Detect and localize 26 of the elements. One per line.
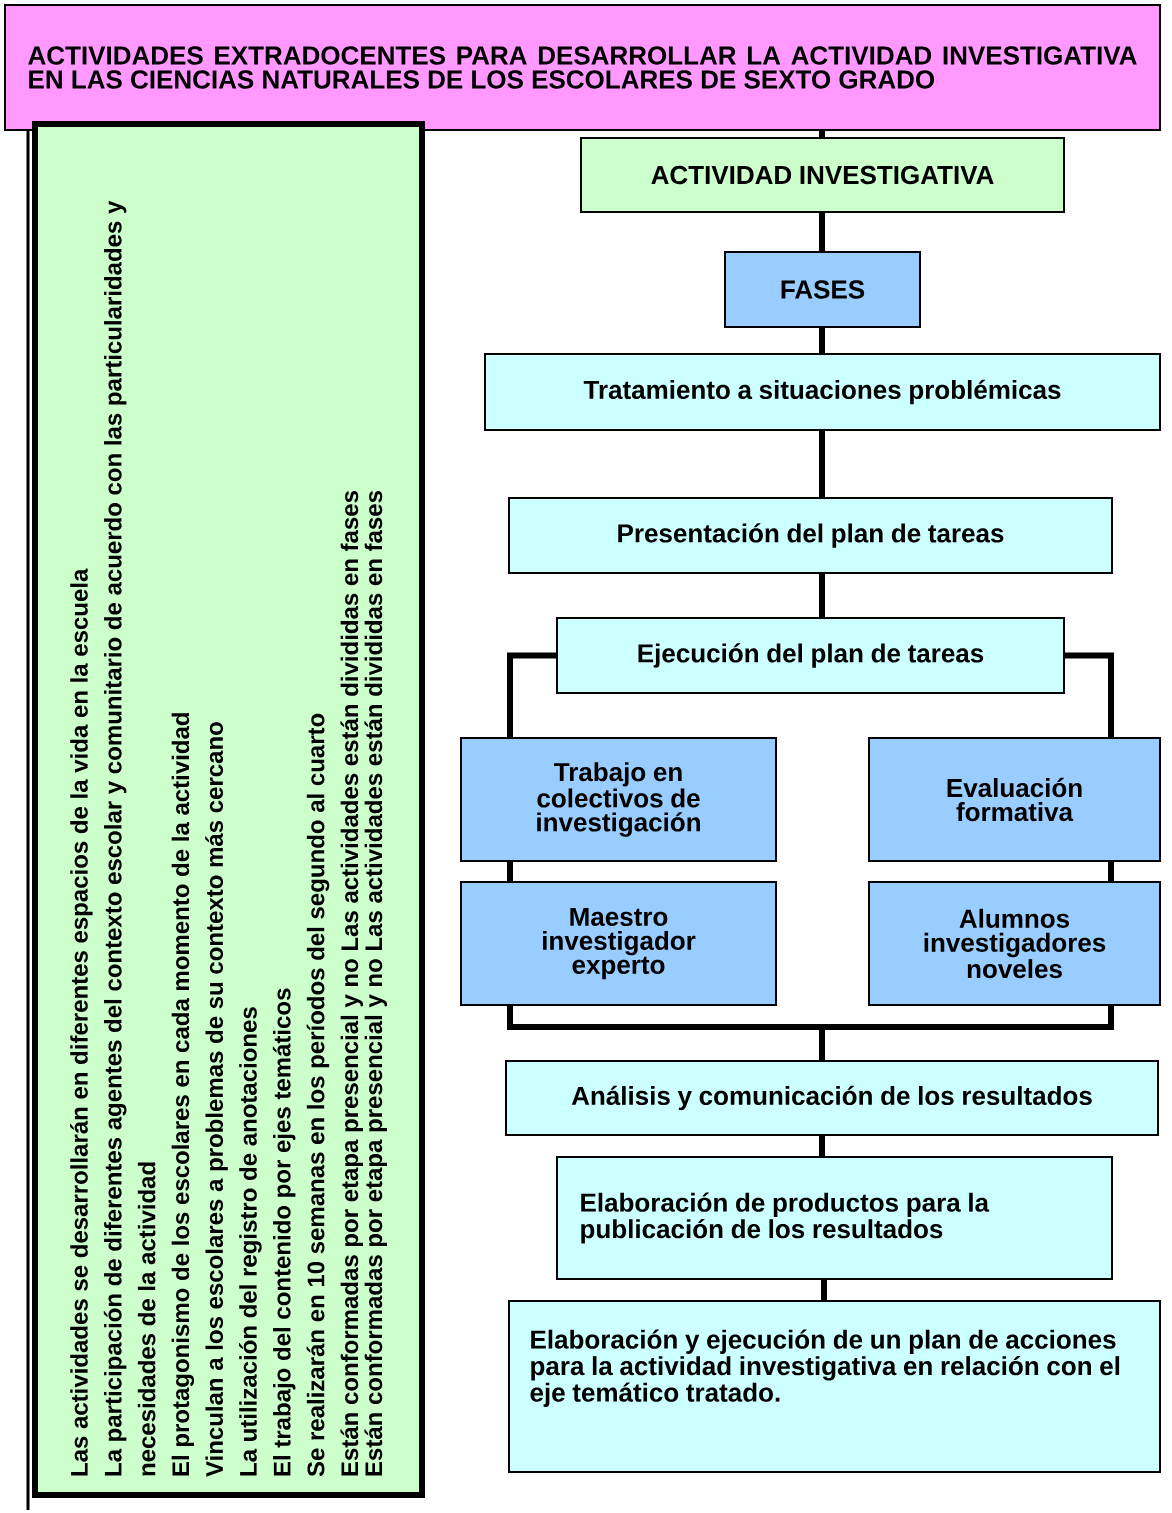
connector-line	[821, 1279, 827, 1301]
connector-line	[819, 573, 825, 618]
connector-line	[819, 1135, 825, 1157]
phase-box: Tratamiento a situaciones problémicas	[484, 353, 1161, 431]
phase-box: Ejecución del plan de tareas	[556, 617, 1065, 694]
group-box: Trabajo en colectivos de investigación	[460, 737, 777, 862]
connector-line	[1108, 861, 1114, 882]
title-box: ACTIVIDADES EXTRADOCENTES PARA DESARROLLAR LA ACTIVIDAD INVESTIGATIVA EN LAS CIENCIAS NATURALES DE LOS ESCOLARES DE SEXTO GRADO	[4, 4, 1161, 131]
phase-box: Análisis y comunicación de los resultados	[505, 1060, 1159, 1136]
connector-line	[819, 212, 825, 252]
group-box: Evaluación formativa	[868, 737, 1161, 862]
connector-line	[507, 861, 513, 882]
role-box: Maestro investigador experto	[460, 881, 777, 1006]
phase-box: Presentación del plan de tareas	[508, 497, 1113, 574]
role-box: Alumnos investigadores noveles	[868, 881, 1161, 1006]
connector-line	[819, 430, 825, 498]
phase-box: Elaboración y ejecución de un plan de acciones para la actividad investigativa en relación con el eje temático tratado.	[508, 1300, 1161, 1473]
connector-line	[1065, 652, 1114, 738]
phase-box: FASES	[724, 251, 921, 328]
phase-box: Elaboración de productos para la publicación de los resultados	[556, 1156, 1113, 1280]
heading-box: ACTIVIDAD INVESTIGATIVA	[580, 137, 1065, 213]
connector-line	[819, 130, 825, 138]
connector-line	[507, 652, 556, 738]
connector-line	[819, 327, 825, 354]
notes-box: Las actividades se desarrollarán en diferentes espacios de la vida en la escuela La participación de diferentes agentes del contexto escolar y comunitario de acuerdo con las particularidades y necesidades de la actividad El protagonismo de los escolares en cada momento de la actividad Vinculan a los escolares a problemas de su contexto más cercano La utilización del registro de anotaciones El trabajo del contenido por ejes temáticos Se realizarán en 10 semanas en los períodos del segundo al cuarto Están conformadas por etapa presencial y no Las actividades están divididas en fases Están conformadas por etapa presencial y no Las actividades están divididas en fases	[32, 121, 425, 1498]
connector-line	[819, 1005, 1114, 1061]
